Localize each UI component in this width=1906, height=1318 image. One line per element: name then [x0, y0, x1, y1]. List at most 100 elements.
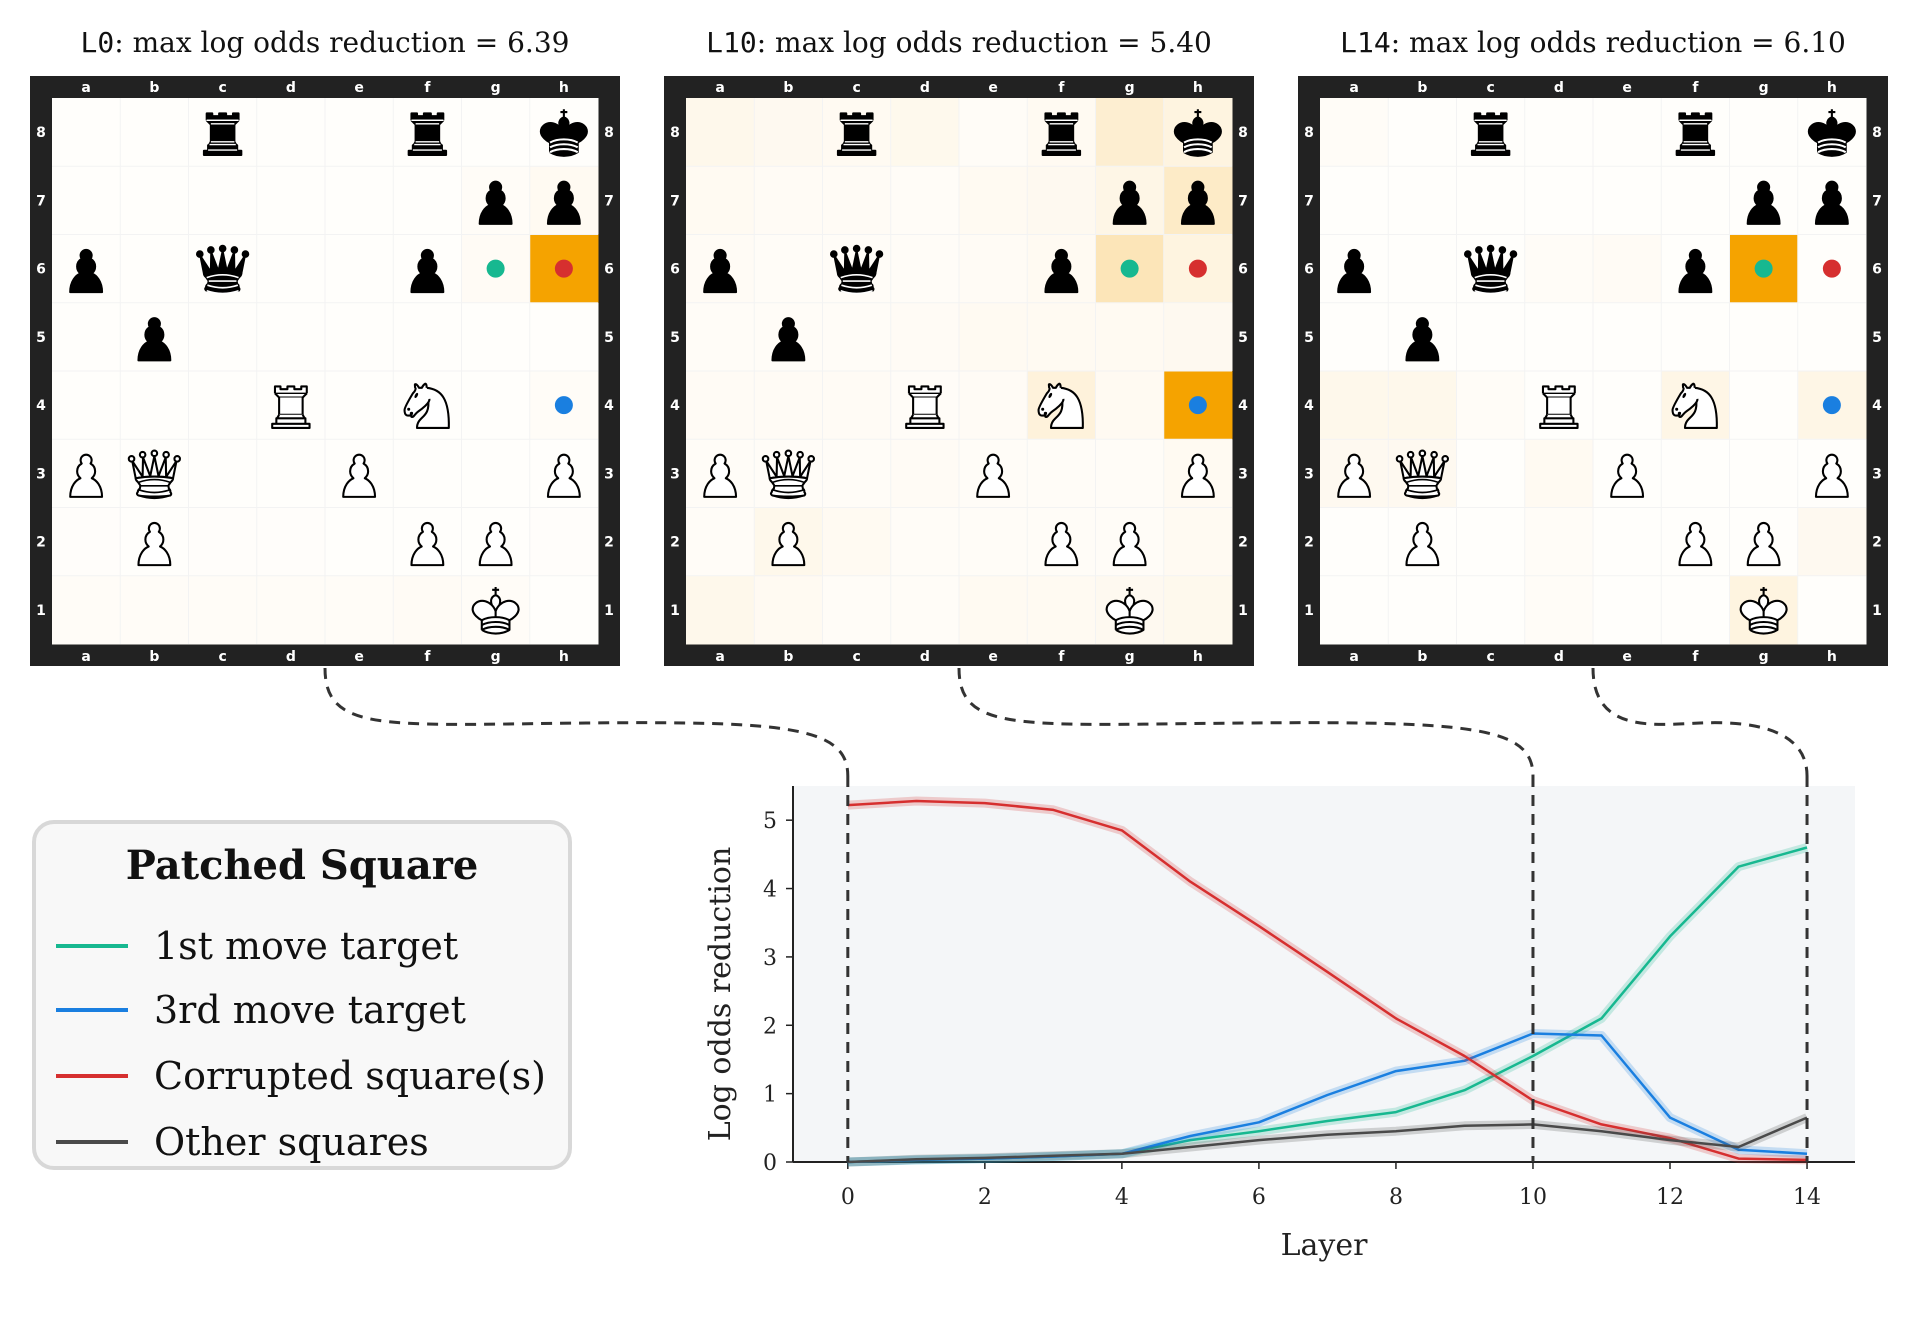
- black-king-icon: [1807, 109, 1856, 157]
- legend-label: Corrupted square(s): [154, 1054, 547, 1098]
- white-pawn-icon: [137, 521, 172, 567]
- square-b4: [120, 371, 189, 440]
- square-h5: [529, 302, 599, 372]
- square-d1: [1524, 575, 1594, 645]
- square-h2: [529, 507, 599, 577]
- file-label: b: [783, 80, 793, 96]
- file-label: g: [1125, 649, 1135, 665]
- square-e7: [959, 166, 1028, 235]
- rank-label: 1: [1238, 603, 1248, 619]
- file-label: c: [852, 649, 860, 665]
- square-h1: [1163, 575, 1233, 645]
- square-d5: [256, 302, 326, 372]
- square-c3: [188, 439, 258, 508]
- white-knight-icon: [1671, 382, 1718, 429]
- file-label: f: [1692, 649, 1699, 665]
- rank-label: 2: [604, 535, 614, 551]
- square-e6: [325, 234, 394, 304]
- square-a7: [686, 166, 755, 235]
- white-queen-icon: [1395, 449, 1450, 500]
- board-title-layer: L14: [1340, 26, 1391, 59]
- file-label: h: [1193, 649, 1203, 665]
- square-c4: [1456, 371, 1526, 440]
- square-c1: [1456, 575, 1526, 645]
- square-c1: [188, 575, 258, 645]
- black-queen-icon: [1463, 244, 1518, 295]
- square-g4: [1729, 371, 1799, 440]
- square-e1: [959, 575, 1028, 645]
- square-d8: [1524, 98, 1594, 167]
- board-title-text: : max log odds reduction = 5.40: [757, 26, 1212, 59]
- white-pawn-icon: [976, 453, 1011, 498]
- square-b6: [120, 234, 189, 304]
- white-pawn-icon: [410, 521, 445, 567]
- file-label: h: [1827, 80, 1837, 96]
- square-e4: [325, 371, 394, 440]
- rank-label: 7: [1238, 193, 1248, 209]
- white-pawn-icon: [1405, 521, 1440, 567]
- black-pawn-icon: [1746, 180, 1781, 225]
- rank-label: 6: [670, 262, 680, 278]
- black-pawn-icon: [546, 180, 581, 225]
- square-d2: [1524, 507, 1594, 577]
- rank-label: 3: [1872, 466, 1882, 482]
- board-l10: L10: max log odds reduction = 5.40aabbcc…: [664, 26, 1254, 666]
- file-label: a: [715, 649, 724, 665]
- file-label: f: [1692, 80, 1699, 96]
- rank-label: 8: [1304, 125, 1314, 141]
- square-d3: [890, 439, 960, 508]
- white-pawn-icon: [478, 521, 513, 567]
- black-pawn-icon: [771, 317, 806, 362]
- black-pawn-icon: [1405, 317, 1440, 362]
- file-label: d: [286, 80, 296, 96]
- square-d2: [890, 507, 960, 577]
- file-label: d: [286, 649, 296, 665]
- x-tick-label: 12: [1656, 1185, 1684, 1210]
- file-label: e: [1622, 649, 1632, 665]
- file-label: a: [81, 649, 90, 665]
- rank-label: 6: [1304, 262, 1314, 278]
- rank-label: 1: [604, 603, 614, 619]
- marker-dot-h4: [1822, 396, 1841, 415]
- square-f3: [1027, 439, 1096, 508]
- file-label: a: [1349, 80, 1358, 96]
- square-e1: [1593, 575, 1662, 645]
- square-e8: [325, 98, 394, 167]
- white-pawn-icon: [1337, 453, 1372, 498]
- square-e5: [1593, 302, 1662, 372]
- file-label: f: [424, 649, 431, 665]
- black-pawn-icon: [137, 317, 172, 362]
- square-a7: [1320, 166, 1389, 235]
- legend: Patched Square 1st move target 3rd move …: [32, 820, 572, 1170]
- board-title-layer: L10: [706, 26, 757, 59]
- rank-label: 8: [670, 125, 680, 141]
- black-pawn-icon: [703, 248, 738, 294]
- square-a1: [52, 575, 121, 645]
- black-pawn-icon: [1044, 248, 1079, 294]
- file-label: g: [1125, 80, 1135, 96]
- legend-item-3rd-move: 3rd move target: [56, 980, 466, 1040]
- square-a2: [686, 507, 755, 577]
- board-l14: L14: max log odds reduction = 6.10aabbcc…: [1298, 26, 1888, 666]
- square-f5: [1661, 302, 1730, 372]
- square-e5: [325, 302, 394, 372]
- marker-dot-g6: [486, 259, 505, 278]
- file-label: h: [559, 649, 569, 665]
- black-queen-icon: [829, 244, 884, 295]
- file-label: b: [1417, 649, 1427, 665]
- rank-label: 7: [670, 193, 680, 209]
- legend-title: Patched Square: [125, 842, 479, 889]
- rank-label: 4: [1872, 398, 1882, 414]
- file-label: a: [81, 80, 90, 96]
- square-c7: [822, 166, 892, 235]
- square-d7: [1524, 166, 1594, 235]
- square-b8: [120, 98, 189, 167]
- file-label: g: [1759, 80, 1769, 96]
- file-label: b: [783, 649, 793, 665]
- square-b6: [754, 234, 823, 304]
- file-label: d: [1554, 649, 1564, 665]
- rank-label: 6: [1872, 262, 1882, 278]
- file-label: a: [715, 80, 724, 96]
- legend-swatch-3rd-move: [56, 1008, 128, 1012]
